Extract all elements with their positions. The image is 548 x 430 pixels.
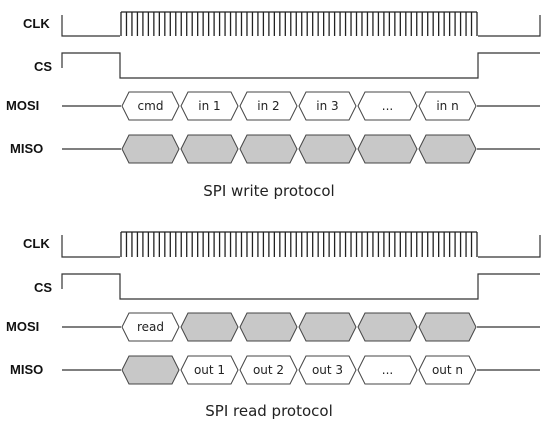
write-mosi-label: MOSI: [6, 98, 39, 113]
write-miso-cell: [298, 134, 357, 164]
write-miso-label: MISO: [10, 141, 43, 156]
read-miso-cell-label: out 1: [194, 363, 225, 377]
write-miso-cell: [180, 134, 239, 164]
write-mosi-cell: [239, 91, 298, 121]
write-miso-cell: [418, 134, 477, 164]
read-mosi-cell: [357, 312, 418, 342]
read-miso-row: out 1 out 2 out 3... out n: [62, 355, 540, 385]
read-miso-cell: [418, 355, 477, 385]
read-cs-wave: [61, 273, 540, 300]
read-miso-cell: [121, 355, 180, 385]
write-mosi-row: cmd in 1 in 2 in 3... in n: [62, 91, 540, 121]
write-miso-cell: [357, 134, 418, 164]
read-miso-cell: [180, 355, 239, 385]
read-miso-cell: [239, 355, 298, 385]
write-clk-label: CLK: [23, 16, 50, 31]
read-miso-cell-label: out n: [432, 363, 463, 377]
read-cs-label: CS: [34, 280, 52, 295]
write-miso-row: [62, 134, 540, 164]
read-clk-label: CLK: [23, 236, 50, 251]
write-clk-idle-left: [61, 15, 120, 37]
write-mosi-cell-label: in 3: [316, 99, 338, 113]
read-clk-wave: [61, 231, 541, 258]
write-clk-idle-right: [478, 15, 541, 37]
read-caption: SPI read protocol: [205, 402, 333, 420]
read-mosi-cell: [418, 312, 477, 342]
read-miso-cell-label: ...: [382, 363, 393, 377]
write-miso-cell: [121, 134, 180, 164]
write-mosi-cell: [121, 91, 180, 121]
write-mosi-cell-label: in 1: [198, 99, 220, 113]
read-miso-cell: [357, 355, 418, 385]
read-mosi-cell: [121, 312, 180, 342]
read-diagram: CLK CS MOSI read MISO out 1 out 2 out 3...…: [6, 231, 541, 420]
read-miso-cell: [298, 355, 357, 385]
write-clk-wave: [61, 11, 541, 37]
read-mosi-cell: [239, 312, 298, 342]
write-cs-wave: [61, 52, 540, 79]
read-clk-idle-right: [478, 235, 541, 258]
write-caption: SPI write protocol: [203, 182, 334, 200]
read-mosi-row: read: [62, 312, 540, 342]
write-mosi-cell: [357, 91, 418, 121]
write-mosi-cell: [418, 91, 477, 121]
read-mosi-label: MOSI: [6, 319, 39, 334]
write-mosi-cell-label: cmd: [138, 99, 164, 113]
write-cs-label: CS: [34, 59, 52, 74]
read-mosi-cell-label: read: [137, 320, 164, 334]
write-mosi-cell-label: ...: [382, 99, 393, 113]
write-miso-cell: [239, 134, 298, 164]
read-miso-cell-label: out 2: [253, 363, 284, 377]
read-mosi-cell: [180, 312, 239, 342]
write-mosi-cell-label: in n: [436, 99, 458, 113]
read-mosi-cell: [298, 312, 357, 342]
read-miso-label: MISO: [10, 362, 43, 377]
write-mosi-cell: [180, 91, 239, 121]
read-miso-cell-label: out 3: [312, 363, 343, 377]
read-clk-idle-left: [61, 235, 120, 258]
write-mosi-cell: [298, 91, 357, 121]
write-mosi-cell-label: in 2: [257, 99, 279, 113]
